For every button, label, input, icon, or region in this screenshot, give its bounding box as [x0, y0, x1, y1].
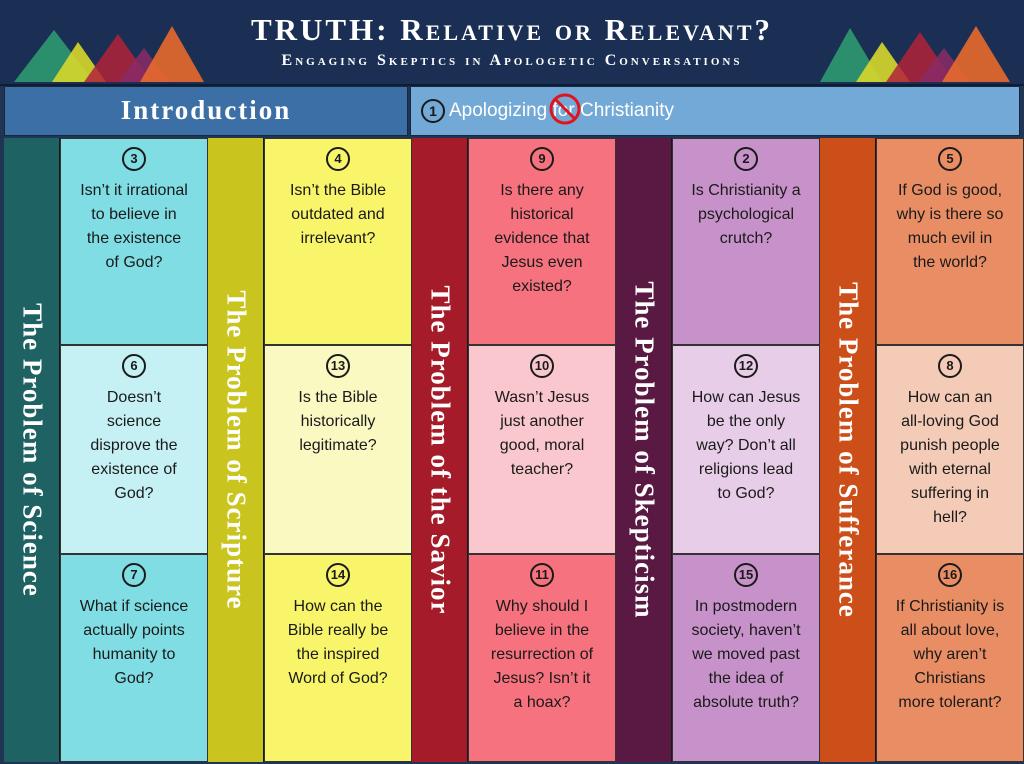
- question-cell: 9 Is there any historical evidence that J…: [468, 138, 616, 345]
- category-label: The Problem of Sufferance: [833, 282, 863, 618]
- question-number: 7: [122, 563, 146, 587]
- question-number: 8: [938, 354, 962, 378]
- category-label: The Problem of the Savior: [425, 285, 455, 615]
- introduction-bar: Introduction: [4, 86, 408, 136]
- mountains-left-icon: [14, 26, 204, 82]
- category-band: The Problem of Science: [4, 138, 60, 762]
- page-subtitle: Engaging Skeptics in Apologetic Conversa…: [281, 52, 743, 69]
- category-band: The Problem of the Savior: [412, 138, 468, 762]
- question-text: If God is good, why is there so much evi…: [896, 182, 1004, 271]
- mountains-right-icon: [820, 26, 1010, 82]
- category-label: The Problem of Skepticism: [629, 281, 659, 619]
- question-number: 13: [326, 354, 350, 378]
- question-cell: 2 Is Christianity a psychological crutch?: [672, 138, 820, 345]
- question-number: 15: [734, 563, 758, 587]
- question-text: Wasn’t Jesus just another good, moral te…: [494, 389, 590, 478]
- question-number: 4: [326, 147, 350, 171]
- question-number: 10: [530, 354, 554, 378]
- question-text: If Christianity is all about love, why a…: [895, 598, 1005, 711]
- question-text: How can the Bible really be the inspired…: [287, 598, 389, 687]
- question-number: 1: [421, 99, 445, 123]
- question-text: In postmodern society, haven’t we moved …: [691, 598, 801, 711]
- question-cell: 5 If God is good, why is there so much ev…: [876, 138, 1024, 345]
- introduction-label: Introduction: [120, 95, 292, 125]
- question-cell: 16 If Christianity is all about love, why…: [876, 554, 1024, 762]
- question-text: How can an all-loving God punish people …: [900, 389, 1000, 526]
- question-number: 2: [734, 147, 758, 171]
- question-text-part: Christianity: [574, 100, 674, 122]
- question-text: Is the Bible historically legitimate?: [298, 389, 378, 454]
- question-cell: 15 In postmodern society, haven’t we move…: [672, 554, 820, 762]
- page-title: TRUTH: Relative or Relevant?: [250, 12, 773, 47]
- category-band: The Problem of Skepticism: [616, 138, 672, 762]
- question-cell: 13 Is the Bible historically legitimate?: [264, 345, 412, 554]
- header-banner: TRUTH: Relative or Relevant? Engaging Sk…: [0, 0, 1024, 86]
- question-text: Isn’t the Bible outdated and irrelevant?: [289, 182, 387, 247]
- question-text: Is Christianity a psychological crutch?: [691, 182, 801, 247]
- category-band: The Problem of Sufferance: [820, 138, 876, 762]
- question-number: 14: [326, 563, 350, 587]
- question-number: 12: [734, 354, 758, 378]
- question-number: 5: [938, 147, 962, 171]
- question-text: Why should I believe in the resurrection…: [490, 598, 594, 711]
- question-number: 3: [122, 147, 146, 171]
- category-label: The Problem of Scripture: [221, 290, 251, 610]
- category-label: The Problem of Science: [17, 303, 47, 597]
- question-text: What if science actually points humanity…: [79, 598, 189, 687]
- question-text: Doesn’t science disprove the existence o…: [90, 389, 178, 502]
- question-text: Is there any historical evidence that Je…: [494, 182, 590, 295]
- question-text: Isn’t it irrational to believe in the ex…: [80, 182, 188, 271]
- question-text-part: Apologizing: [449, 100, 553, 122]
- category-band: The Problem of Scripture: [208, 138, 264, 762]
- question-number: 6: [122, 354, 146, 378]
- question-number: 16: [938, 563, 962, 587]
- prohibited-icon: [549, 93, 581, 125]
- question-number: 11: [530, 563, 554, 587]
- question-number: 9: [530, 147, 554, 171]
- question-text: How can Jesus be the only way? Don’t all…: [691, 389, 801, 502]
